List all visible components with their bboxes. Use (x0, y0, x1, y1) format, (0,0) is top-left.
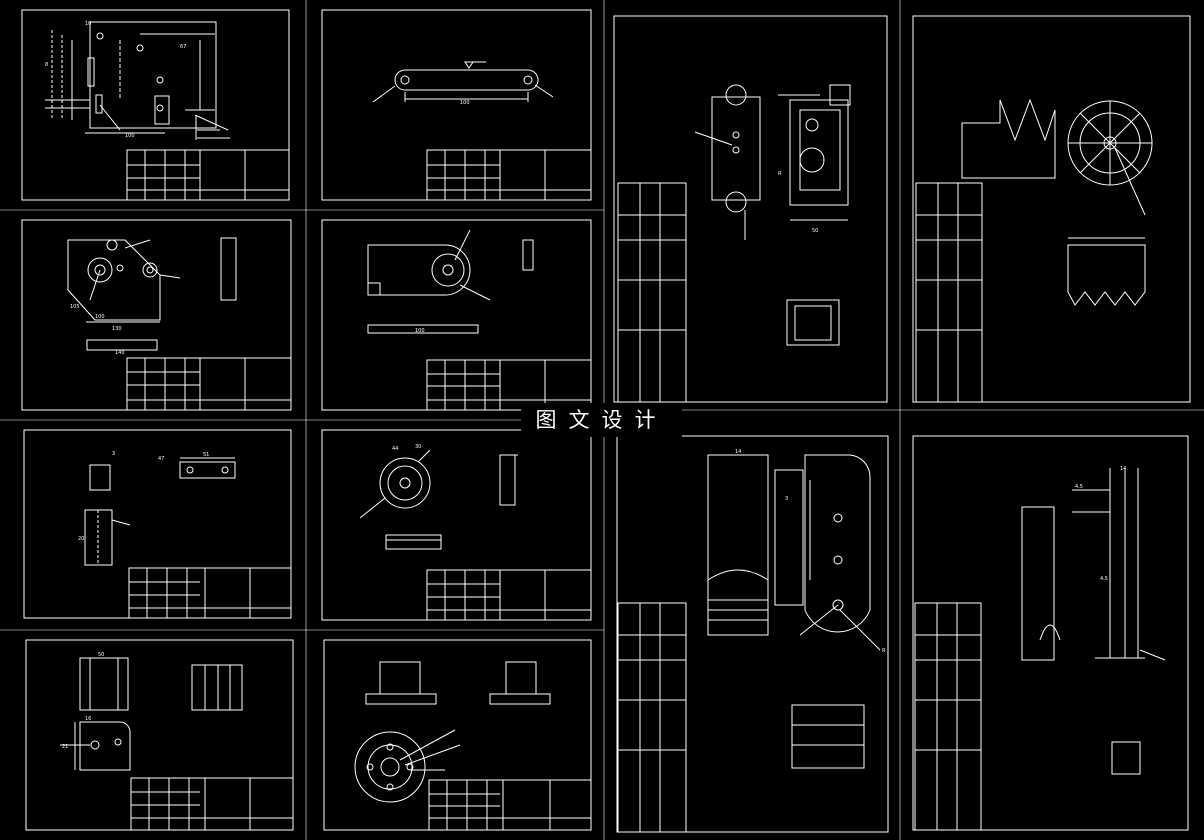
sheet-5-dim-1: 51 (203, 452, 209, 458)
sheet-3-drawing (21, 219, 292, 411)
sheet-3-dim-3: 140 (115, 350, 125, 356)
sheet-12-dim-2: 4.5 (1100, 576, 1108, 582)
sheet-11-dim-2: 3 (785, 496, 788, 502)
sheet-11-dim-3: R (882, 648, 886, 654)
sheet-12-drawing (912, 435, 1189, 831)
sheet-7-drawing (25, 639, 294, 831)
sheet-9-dim-1: 50 (812, 228, 818, 234)
sheet-9-dim-2: R (778, 171, 782, 177)
sheet-6-dim-1: 44 (392, 446, 398, 452)
sheet-8-drawing (323, 639, 592, 831)
watermark-text: 图文设计 (521, 403, 682, 437)
sheet-4-drawing (321, 219, 592, 411)
sheet-1-dim-1: 100 (125, 133, 135, 139)
sheet-7-dim-1: 50 (98, 652, 104, 658)
sheet-12-dim-1: 4.5 (1075, 484, 1083, 490)
sheet-7-dim-3: 21 (62, 744, 68, 750)
sheet-5-dim-3: 3 (112, 451, 115, 457)
sheet-5-drawing (23, 429, 292, 619)
sheet-11-drawing (616, 435, 889, 833)
sheet-1-drawing (21, 9, 290, 201)
sheet-2-dim-1: 100 (460, 100, 470, 106)
sheet-3-dim-2: 100 (95, 314, 105, 320)
sheet-7-dim-2: 16 (85, 716, 91, 722)
sheet-4-dim-1: 100 (415, 328, 425, 334)
sheet-3-dim-1: 130 (112, 326, 122, 332)
sheet-1-dim-3: 8 (45, 62, 48, 68)
sheet-12-dim-3: 14 (1120, 466, 1126, 472)
sheet-2-drawing (321, 9, 592, 201)
sheet-11-dim-1: 14 (735, 449, 741, 455)
sheet-3-dim-4: 105 (70, 304, 80, 310)
sheet-9-drawing (613, 15, 888, 403)
sheet-1-dim-4: 10 (85, 21, 91, 27)
sheet-6-drawing (321, 429, 592, 621)
sheet-6-dim-2: 30 (415, 444, 421, 450)
sheet-5-dim-4: 20 (78, 536, 84, 542)
sheet-1-dim-2: 67 (180, 44, 186, 50)
sheet-10-drawing (912, 15, 1191, 403)
sheet-5-dim-2: 47 (158, 456, 164, 462)
